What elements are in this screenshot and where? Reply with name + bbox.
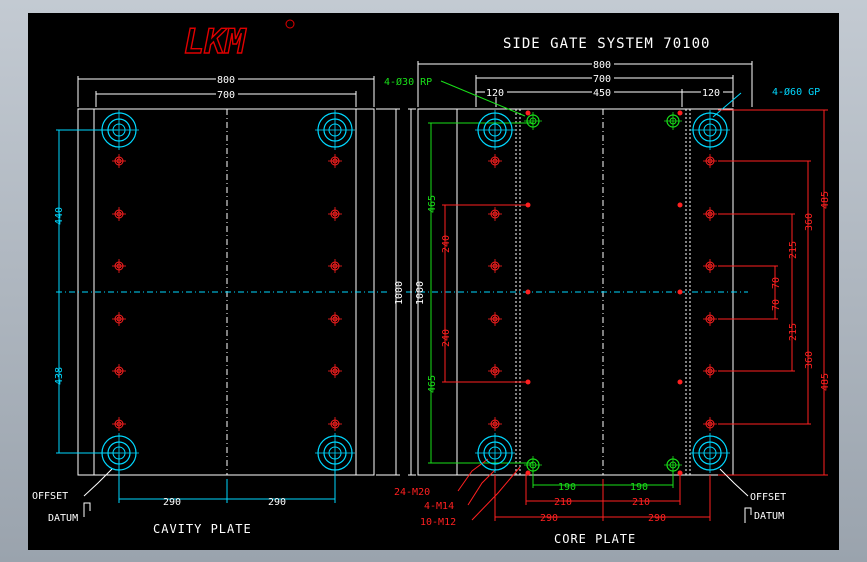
core-right-215-bottom: 215 <box>788 323 799 341</box>
drawing-title: SIDE GATE SYSTEM 70100 <box>503 36 710 52</box>
core-seg-mid: 450 <box>593 88 611 99</box>
core-offset-label: OFFSET <box>750 492 786 503</box>
core-dimension-labels: 800 700 120 450 120 1000 4-Ø30 RP 4-Ø60 … <box>384 58 831 546</box>
core-left-465-bottom: 465 <box>427 375 438 393</box>
cavity-height: 1000 <box>394 281 405 305</box>
cavity-upper-dim: 440 <box>54 207 65 225</box>
core-width-outer: 800 <box>593 60 611 71</box>
core-right-485-top: 485 <box>820 191 831 209</box>
core-datum-label: DATUM <box>754 511 784 522</box>
cavity-offset-label: OFFSET <box>32 491 68 502</box>
logo-text: LKM <box>184 22 247 62</box>
core-right-215-top: 215 <box>788 241 799 259</box>
core-left-240-bottom: 240 <box>441 329 452 347</box>
lkm-logo: LKM <box>183 19 295 63</box>
core-green-dims <box>428 122 674 488</box>
core-plate-label: CORE PLATE <box>554 532 636 546</box>
core-height: 1000 <box>415 281 426 305</box>
core-b290-left: 290 <box>540 513 558 524</box>
core-seg-right: 120 <box>702 88 720 99</box>
cavity-lower-dim: 438 <box>54 367 65 385</box>
core-m14-label: 4-M14 <box>424 501 454 512</box>
mold-plate-drawing: LKM SIDE GATE SYSTEM 70100 800 <box>32 19 831 546</box>
core-right-360-bottom: 360 <box>804 351 815 369</box>
core-m20-label: 24-M20 <box>394 487 430 498</box>
cavity-dimension-labels: 800 700 1000 440 438 290 290 OFFSET DATU… <box>32 73 405 536</box>
core-right-70-bottom: 70 <box>771 299 782 311</box>
core-b190-left: 190 <box>558 482 576 493</box>
core-small-holes <box>525 110 683 476</box>
core-b190-right: 190 <box>630 482 648 493</box>
cavity-plate <box>56 76 400 503</box>
core-right-70-top: 70 <box>771 277 782 289</box>
cavity-datum-label: DATUM <box>48 513 78 524</box>
core-right-360-top: 360 <box>804 213 815 231</box>
core-left-240-top: 240 <box>441 235 452 253</box>
core-b290-right: 290 <box>648 513 666 524</box>
cad-drawing-canvas: LKM SIDE GATE SYSTEM 70100 800 <box>28 13 839 550</box>
core-b210-left: 210 <box>554 497 572 508</box>
core-rp-label: 4-Ø30 RP <box>384 76 432 88</box>
cavity-plate-label: CAVITY PLATE <box>153 522 252 536</box>
core-seg-left: 120 <box>486 88 504 99</box>
core-width-inner: 700 <box>593 74 611 85</box>
cavity-bottom-left-dim: 290 <box>163 497 181 508</box>
core-red-dims <box>442 109 828 521</box>
cavity-width-outer: 800 <box>217 75 235 86</box>
cavity-width-inner: 700 <box>217 90 235 101</box>
core-plate <box>406 61 753 476</box>
core-b210-right: 210 <box>632 497 650 508</box>
core-right-485-bottom: 485 <box>820 373 831 391</box>
core-m12-label: 10-M12 <box>420 517 456 528</box>
core-gp-label: 4-Ø60 GP <box>772 86 820 98</box>
cavity-bottom-right-dim: 290 <box>268 497 286 508</box>
core-left-465-top: 465 <box>427 195 438 213</box>
